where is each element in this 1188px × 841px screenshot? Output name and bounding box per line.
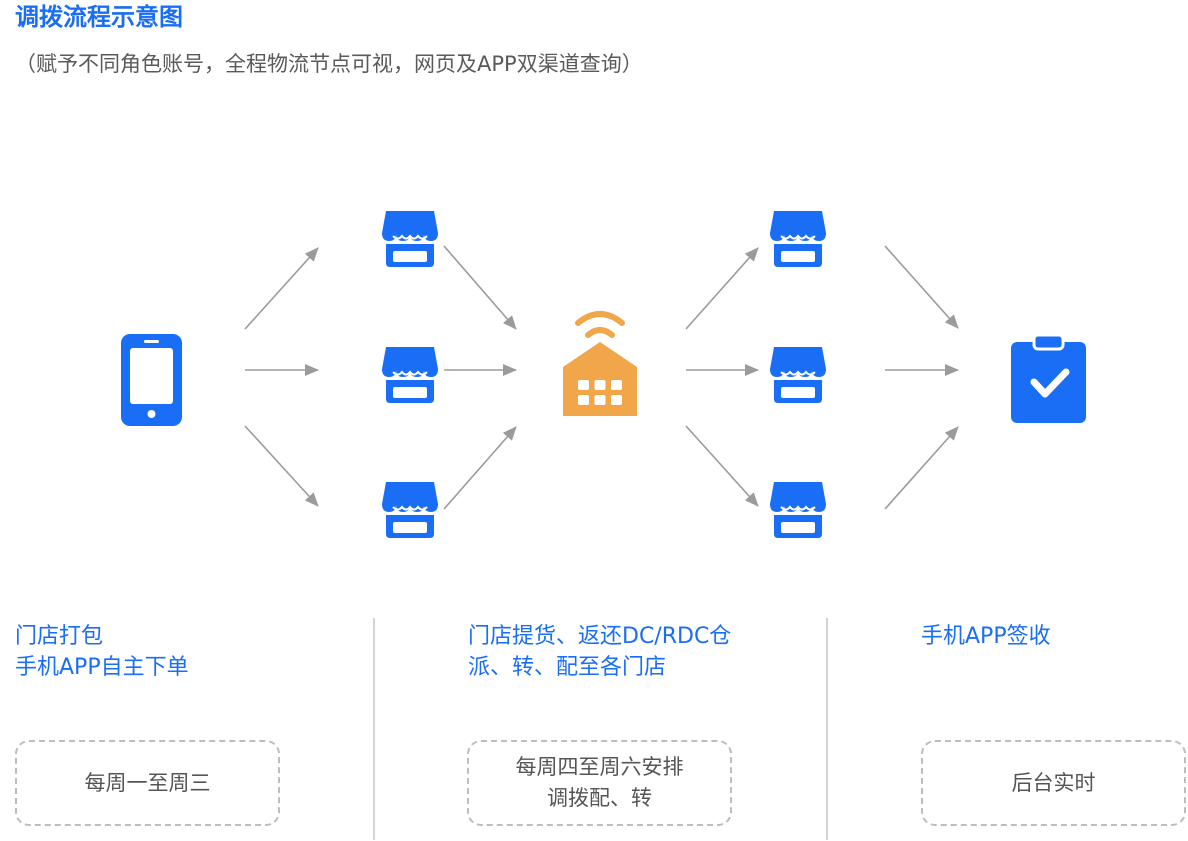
warehouse-wifi-icon	[563, 311, 637, 416]
schedule-text: 调拨配、转	[547, 786, 652, 810]
arrow-store-top-to-clipboard	[884, 245, 959, 329]
schedule-text: 每周一至周三	[84, 770, 211, 795]
schedule-text: 后台实时	[1011, 770, 1096, 795]
arrow-warehouse-to-store-top	[685, 247, 759, 330]
phone-icon	[121, 334, 182, 426]
column-label-order: 门店打包 手机APP自主下单	[15, 621, 189, 683]
arrow-warehouse-to-store-bottom	[685, 425, 759, 507]
schedule-text: 每周四至周六安排	[515, 755, 684, 779]
column-divider	[826, 618, 828, 840]
column-label-signoff: 手机APP签收	[921, 621, 1051, 652]
arrow-phone-to-store-top	[244, 247, 319, 330]
schedule-pill-dispatch: 每周四至周六安排 调拨配、转	[467, 740, 732, 826]
schedule-pill-order: 每周一至周三	[15, 740, 280, 826]
arrow-store-bottom-to-clipboard	[884, 426, 959, 510]
arrow-store-top-to-warehouse	[443, 245, 517, 330]
page-subtitle: （赋予不同角色账号，全程物流节点可视，网页及APP双渠道查询）	[15, 52, 643, 76]
column-label-line: 手机APP签收	[921, 624, 1051, 649]
arrow-store-bottom-to-warehouse	[443, 426, 517, 510]
store-icon-left-bottom	[381, 481, 439, 539]
column-label-line: 门店提货、返还DC/RDC仓	[468, 624, 732, 649]
store-icon-right-mid	[769, 346, 827, 404]
store-icon-left-mid	[381, 346, 439, 404]
column-label-line: 门店打包	[15, 624, 104, 649]
column-label-line: 派、转、配至各门店	[468, 655, 667, 680]
store-icon-right-bottom	[769, 481, 827, 539]
column-label-line: 手机APP自主下单	[15, 655, 189, 680]
clipboard-check-icon	[1011, 333, 1086, 423]
arrow-phone-to-store-bottom	[244, 425, 319, 507]
store-icon-left-top	[381, 210, 439, 268]
page-title: 调拨流程示意图	[15, 3, 183, 31]
schedule-pill-signoff: 后台实时	[921, 740, 1186, 826]
store-icon-right-top	[769, 210, 827, 268]
column-label-dispatch: 门店提货、返还DC/RDC仓 派、转、配至各门店	[468, 621, 731, 683]
column-divider	[373, 618, 375, 840]
